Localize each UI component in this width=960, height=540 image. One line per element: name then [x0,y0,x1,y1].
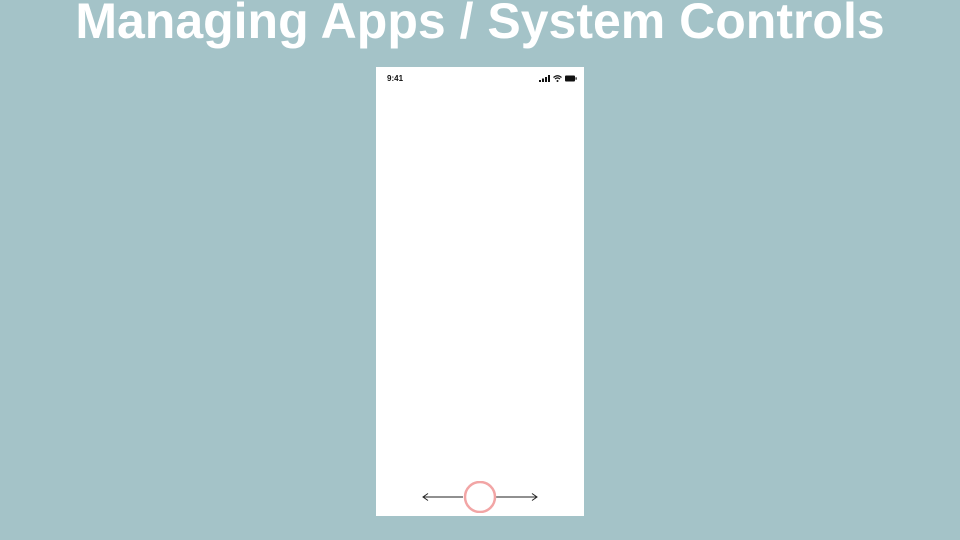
right-arrow-icon [496,493,538,501]
status-time: 9:41 [387,74,404,83]
phone-screen: 9:41 [376,67,584,516]
battery-icon [565,75,577,82]
status-bar: 9:41 [376,67,584,89]
status-icons [539,73,577,83]
touch-circle-icon [463,481,497,513]
left-arrow-icon [422,493,463,501]
cellular-signal-icon [539,74,550,82]
swipe-gesture-hint [421,481,541,513]
slide-title: Managing Apps / System Controls [75,0,885,49]
wifi-icon [553,74,562,82]
